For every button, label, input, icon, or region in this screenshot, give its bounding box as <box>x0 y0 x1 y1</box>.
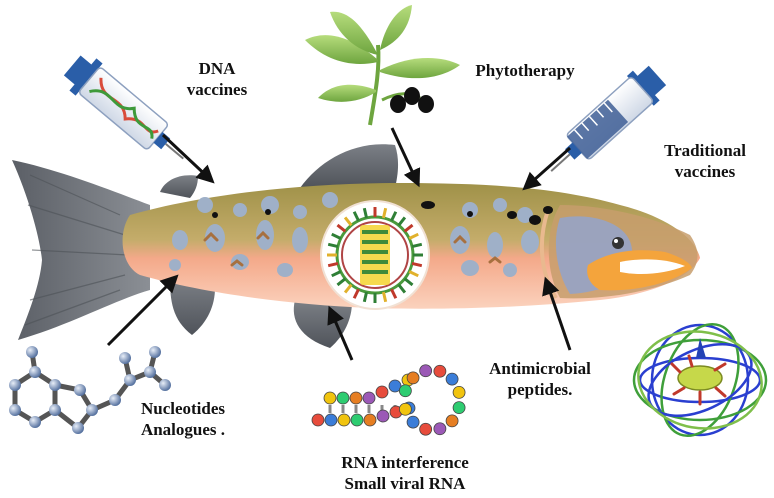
virus-spike <box>411 261 423 268</box>
rna-nucleotide <box>433 422 447 436</box>
rna-nucleotide <box>337 413 351 427</box>
virus-spike <box>403 277 414 287</box>
rna-nucleotide <box>433 364 447 378</box>
antimicrobial-peptide-icon <box>632 322 768 438</box>
fish-spots <box>169 192 539 277</box>
virus-spike <box>331 232 342 240</box>
rna-nucleotide <box>376 409 390 423</box>
label-rna-interference-line2: Small viral RNA <box>344 474 466 493</box>
rna-nucleotide <box>350 413 364 427</box>
virus-spike <box>403 223 414 233</box>
caudal-fin <box>12 160 150 340</box>
virus-spike <box>390 211 398 222</box>
rna-nucleotide <box>445 372 459 386</box>
label-phytotherapy-text: Phytotherapy <box>475 61 575 80</box>
anal-fin <box>170 278 215 335</box>
label-nucleotides-analogues: Nucleotides Analogues . <box>118 398 248 440</box>
virus-spike <box>397 216 407 227</box>
arrow-dna-vaccines <box>161 133 215 184</box>
arrow-phytotherapy <box>390 127 421 188</box>
label-dna-vaccines: DNA vaccines <box>172 58 262 100</box>
rna-nucleotide <box>363 413 377 427</box>
rna-nucleotide <box>445 414 459 428</box>
rna-nucleotide <box>419 364 433 378</box>
label-nucleotides-line2: Analogues . <box>140 420 226 439</box>
fish-eye <box>612 237 624 249</box>
label-dna-vaccines-line1: DNA <box>198 59 236 78</box>
rna-nucleotide <box>311 413 325 427</box>
rna-nucleotide <box>406 371 420 385</box>
rna-nucleotide <box>349 391 363 405</box>
rna-nucleotide <box>388 379 402 393</box>
rna-nucleotide <box>336 391 350 405</box>
arrows <box>106 127 572 361</box>
rna-nucleotide <box>398 402 412 416</box>
rna-nucleotide <box>362 391 376 405</box>
virus-spike <box>408 270 419 278</box>
fish-dark-spots <box>212 201 553 225</box>
virus-spike <box>362 207 369 219</box>
arrow-rna-interference <box>327 305 354 361</box>
rna-nucleotide <box>323 391 337 405</box>
virus-spike <box>352 288 360 299</box>
label-traditional-vaccines-line2: vaccines <box>674 162 736 181</box>
arrow-nucleotides <box>106 274 179 347</box>
label-antimicrobial-line1: Antimicrobial <box>489 359 591 378</box>
rna-nucleotide <box>406 415 420 429</box>
virus-spike <box>362 291 369 303</box>
virus-particle-icon <box>320 200 430 310</box>
dorsal-fin <box>300 144 399 188</box>
label-rna-interference: RNA interference Small viral RNA <box>305 452 505 494</box>
rna-nucleotide <box>452 401 466 415</box>
virus-spike <box>336 277 347 287</box>
plant-sprig-icon <box>305 5 460 126</box>
virus-spike <box>331 270 342 278</box>
virus-spike <box>381 291 388 303</box>
virus-spike <box>408 232 419 240</box>
label-antimicrobial-line2: peptides. <box>507 380 573 399</box>
virus-spike <box>411 242 423 249</box>
rna-hairpin-icon <box>311 364 466 436</box>
dna-syringe-icon <box>63 55 184 160</box>
virus-spike <box>390 288 398 299</box>
small-dorsal-fin <box>160 175 198 198</box>
arrow-traditional-vaccines <box>522 146 571 191</box>
arrow-antimicrobial <box>542 276 572 351</box>
rna-nucleotide <box>398 384 412 398</box>
virus-spike <box>343 283 353 294</box>
label-rna-interference-line1: RNA interference <box>341 453 469 472</box>
virus-spike <box>397 283 407 294</box>
vaccine-syringe-icon <box>550 65 667 172</box>
label-nucleotides-line1: Nucleotides <box>140 399 226 418</box>
label-phytotherapy: Phytotherapy <box>455 60 595 81</box>
label-traditional-vaccines: Traditional vaccines <box>645 140 765 182</box>
virus-spike <box>336 223 347 233</box>
rna-nucleotide <box>324 413 338 427</box>
label-dna-vaccines-line2: vaccines <box>186 80 248 99</box>
virus-spike <box>381 207 388 219</box>
label-traditional-vaccines-line1: Traditional <box>664 141 746 160</box>
label-antimicrobial-peptides: Antimicrobial peptides. <box>470 358 610 400</box>
virus-spike <box>343 216 353 227</box>
virus-spike <box>327 261 339 268</box>
virus-spike <box>352 211 360 222</box>
rna-nucleotide <box>375 385 389 399</box>
rna-nucleotide <box>452 385 466 399</box>
fish-rust-marks <box>203 230 502 267</box>
virus-spike <box>327 242 339 249</box>
rna-nucleotide <box>419 422 433 436</box>
nucleotide-molecule-icon <box>9 346 171 434</box>
